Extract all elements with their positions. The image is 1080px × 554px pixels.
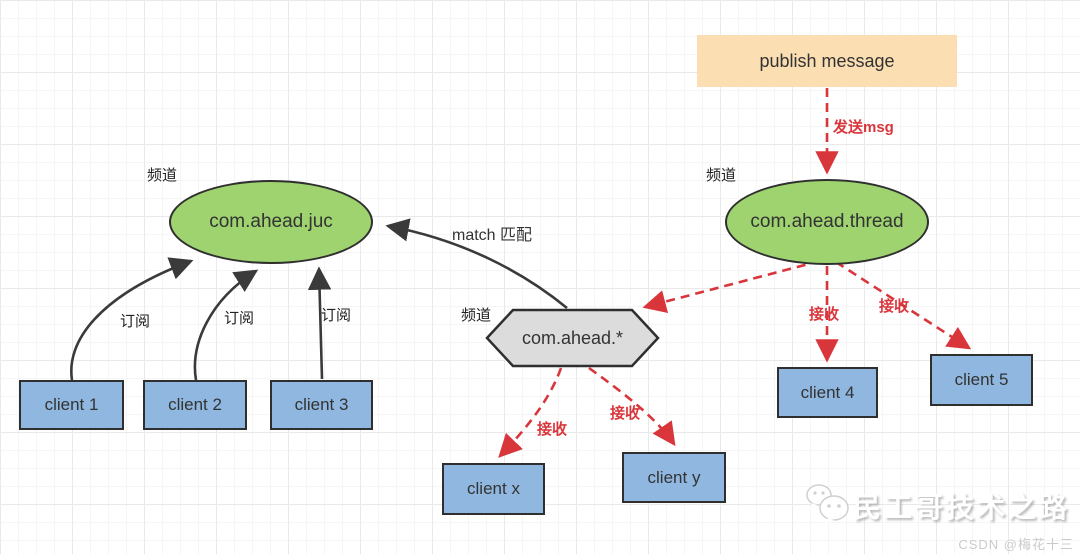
edge-label-receive-x: 接收 [537,421,568,438]
client-y-label: client y [647,467,701,487]
edge-label-send: 发送msg [833,119,894,136]
channel-thread: com.ahead.thread [725,179,929,265]
client-4-box: client 4 [777,367,878,418]
client-5-label: client 5 [954,370,1009,389]
edge-thread-to-pattern [642,259,821,314]
watermark-brand: 民工哥技术之路 [853,492,1071,523]
client-5-box: client 5 [930,354,1033,406]
edge-label-subscribe-2: 订阅 [224,310,255,327]
client-1-label: client 1 [44,395,99,414]
publisher-label: publish message [759,50,895,71]
client-x-label: client x [467,479,520,498]
edge-label-receive-4: 接收 [809,306,840,323]
edge-label-receive-5: 接收 [879,298,910,315]
client-y-box: client y [622,452,726,503]
edge-receive-clientx [498,367,563,458]
channel-juc: com.ahead.juc [169,180,373,264]
client-2-box: client 2 [143,380,247,430]
channel-type-label-thread: 频道 [706,167,737,184]
channel-juc-label: com.ahead.juc [209,211,333,232]
channel-thread-label: com.ahead.thread [750,211,904,232]
publisher-box: publish message [697,35,957,87]
channel-pattern-label: com.ahead.* [521,328,624,348]
client-3-label: client 3 [294,395,349,414]
channel-pattern: com.ahead.* [487,310,658,367]
client-4-label: client 4 [800,382,855,402]
edge-label-subscribe-1: 订阅 [120,313,151,330]
watermark-credit: CSDN @梅花十三 [958,537,1074,552]
channel-type-label-juc: 频道 [147,167,178,184]
client-2-label: client 2 [168,395,222,414]
edge-label-match: match 匹配 [452,227,533,244]
client-1-box: client 1 [19,380,124,430]
edge-label-receive-y: 接收 [610,405,641,422]
client-x-box: client x [442,463,545,515]
client-3-box: client 3 [270,380,373,430]
edge-label-subscribe-3: 订阅 [321,307,352,324]
channel-type-label-pattern: 频道 [461,307,492,324]
wechat-icon [806,484,849,524]
